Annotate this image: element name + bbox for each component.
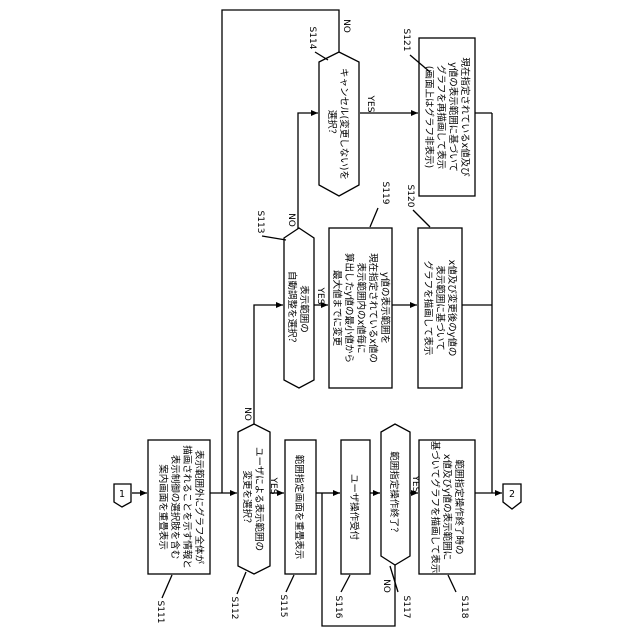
s113-no-label: NO	[286, 213, 296, 227]
s120-line-1: x値及び変更後のy値の	[446, 260, 458, 357]
s114-yes-label: YES	[365, 95, 375, 113]
s112-line-1: ユーザによる表示範囲の	[253, 447, 265, 551]
s116-line-1: ユーザ操作受付	[348, 474, 360, 541]
s113-yes-label: YES	[315, 287, 325, 305]
s119-line-3: 表示範囲内のx値毎に	[355, 262, 367, 353]
s111-line-3: 表示制御の選択肢を含む	[169, 455, 181, 560]
s112-no-label: NO	[242, 407, 252, 421]
end-connector: 2	[503, 484, 521, 509]
label-s115: S115	[278, 595, 288, 618]
s121-line-4: (画面上はグラフ非表示)	[423, 66, 435, 168]
s111-line-1: 表示範囲外にグラフ全体が	[193, 450, 205, 565]
label-s114: S114	[307, 27, 317, 50]
step-s119: y値の表示範囲を 現在指定されているx値の 表示範囲内のx値毎に 算出したy値の…	[329, 228, 392, 388]
s114-no-label: NO	[341, 19, 351, 33]
label-s119: S119	[380, 182, 390, 205]
step-s111: 表示範囲外にグラフ全体が 描画されることを示す情報と 表示制御の選択肢を含む 案…	[148, 440, 210, 574]
s120-line-3: グラフを描画して表示	[422, 261, 434, 356]
s115-line-1: 範囲指定画面を重畳表示	[293, 455, 305, 560]
s117-no-label: NO	[381, 579, 391, 593]
label-s121: S121	[401, 29, 411, 52]
s119-line-2: 現在指定されているx値の	[367, 253, 379, 363]
s119-line-1: y値の表示範囲を	[379, 272, 391, 344]
step-s114: キャンセル(変更しない)を 選択？	[319, 52, 359, 196]
label-s120: S120	[405, 185, 415, 208]
label-s116: S116	[333, 596, 343, 619]
s113-line-1: 表示範囲の	[298, 285, 310, 333]
s121-line-2: y値の表示範囲に基づいて	[447, 62, 459, 172]
s118-line-1: 範囲指定操作終了時の	[453, 459, 465, 554]
s112-line-2: 変更を選択？	[241, 470, 253, 527]
label-s117: S117	[401, 596, 411, 619]
svg-text:2: 2	[509, 489, 515, 500]
s113-line-2: 自動調整を選択？	[286, 271, 298, 347]
label-s118: S118	[459, 596, 469, 619]
step-s120: x値及び変更後のy値の 表示範囲に基づいて グラフを描画して表示	[418, 228, 462, 388]
s121-line-3: グラフを再描画して表示	[435, 65, 447, 169]
svg-text:1: 1	[119, 489, 125, 500]
s117-yes-label: YES	[410, 475, 420, 493]
step-s115: 範囲指定画面を重畳表示	[285, 440, 316, 574]
step-s121: 現在指定されているx値及び y値の表示範囲に基づいて グラフを再描画して表示 (…	[419, 38, 475, 196]
step-s118: 範囲指定操作終了時の x値及びy値の表示範囲に 基づいてグラフを描画して表示	[419, 440, 475, 574]
s119-line-5: 最大値までに変更	[331, 270, 343, 347]
label-s111: S111	[155, 601, 165, 624]
s120-line-2: 表示範囲に基づいて	[434, 265, 446, 350]
step-s112: ユーザによる表示範囲の 変更を選択？	[238, 424, 270, 574]
s117-line-1: 範囲指定操作終了？	[388, 451, 400, 537]
s111-line-2: 描画されることを示す情報と	[181, 445, 193, 569]
s119-line-4: 算出したy値の最小値から	[343, 253, 355, 363]
label-s112: S112	[229, 597, 239, 620]
s112-yes-label: YES	[268, 477, 278, 495]
step-s117: 範囲指定操作終了？	[381, 424, 410, 565]
s114-line-2: 選択？	[326, 110, 338, 139]
s118-line-3: 基づいてグラフを描画して表示	[429, 441, 441, 573]
s114-line-1: キャンセル(変更しない)を	[338, 68, 350, 180]
s118-line-2: x値及びy値の表示範囲に	[441, 454, 453, 560]
start-connector: 1	[114, 484, 131, 507]
s121-line-1: 現在指定されているx値及び	[459, 57, 471, 177]
label-s113: S113	[255, 211, 265, 234]
s111-line-4: 案内画面を重畳表示	[157, 464, 169, 550]
step-s113: 表示範囲の 自動調整を選択？	[284, 228, 314, 388]
step-s116: ユーザ操作受付	[341, 440, 370, 574]
